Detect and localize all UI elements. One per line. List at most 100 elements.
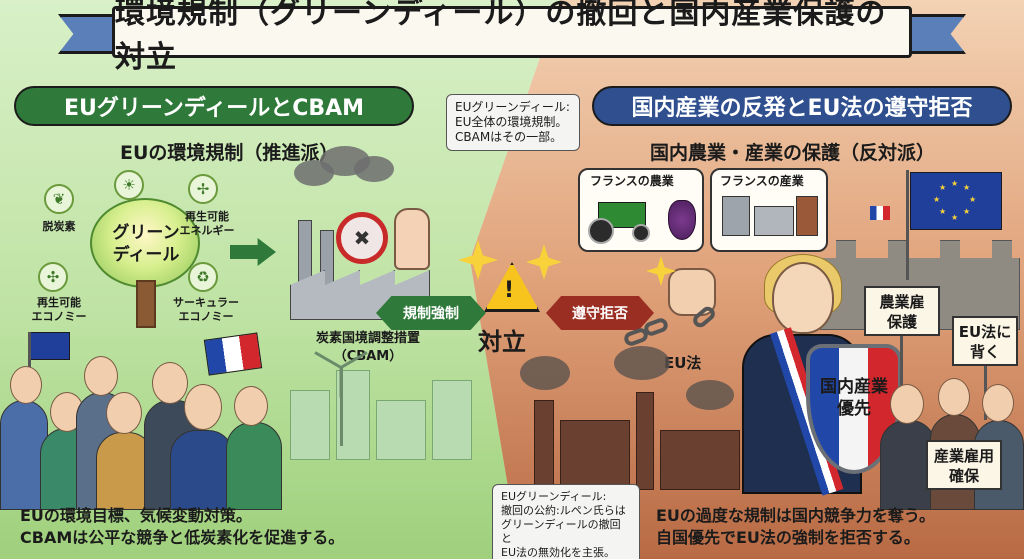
industry-building <box>722 196 750 236</box>
wind-turbine-blade <box>339 367 343 398</box>
flag-pole <box>906 170 909 280</box>
city-building <box>376 400 426 460</box>
person-head <box>106 392 142 434</box>
left-caption: EUの環境目標、気候変動対策。 CBAMは公平な競争と低炭素化を促進する。 <box>20 505 344 549</box>
conflict-label: 対立 <box>478 328 526 356</box>
badge-renew-energy: 再生可能 エネルギー <box>172 210 242 238</box>
note-top: EUグリーンディール: EU全体の環境規制。 CBAMはその一部。 <box>446 94 580 151</box>
brick-chimney <box>796 196 818 236</box>
placard-line: EU法に <box>958 323 1012 341</box>
placard-line: 確保 <box>948 467 979 485</box>
french-flag <box>203 332 263 376</box>
note-bottom-line: 撤回の公約:ルペン氏らは <box>501 504 626 517</box>
shield-label: 国内産業 優先 <box>806 376 902 420</box>
wind-turbine-icon: ✢ <box>188 174 218 204</box>
person-head <box>234 386 268 426</box>
note-top-line: EU全体の環境規制。 <box>455 115 568 129</box>
politician-head <box>772 262 834 334</box>
dark-smoke <box>614 346 670 380</box>
placard-line: 産業雇用 <box>933 447 994 465</box>
placard-line: 保護 <box>886 313 917 331</box>
tag-text: 遵守拒否 <box>572 306 628 322</box>
sun-icon: ☀ <box>114 170 144 200</box>
star-icon: ★ <box>939 207 947 216</box>
tree-trunk <box>136 280 156 328</box>
regulation-enforce-tag: 規制強制 <box>376 296 486 330</box>
factory-chimney <box>534 400 554 490</box>
star-icon: ★ <box>969 195 977 204</box>
person <box>226 422 282 510</box>
tractor-wheel <box>588 218 614 244</box>
placard-pole <box>900 330 903 400</box>
leaf-icon: ❦ <box>44 184 74 214</box>
chain-link <box>642 316 670 338</box>
green-deal-tree: グリーン ディール <box>40 170 240 330</box>
wind-turbine-pole <box>340 366 343 446</box>
eu-flag-small <box>30 332 70 360</box>
city-building <box>432 380 472 460</box>
tag-text: 規制強制 <box>403 306 459 322</box>
turbine-icon: ✣ <box>38 262 68 292</box>
title-banner: 環境規制（グリーンディール）の撤回と国内産業保護の対立 <box>112 0 912 75</box>
badge-line: 再生可能 <box>185 210 229 223</box>
right-section-header: 国内産業の反発とEU法の遵守拒否 <box>592 86 1012 126</box>
badge-line: エネルギー <box>179 224 235 237</box>
shield-line: 優先 <box>837 399 871 419</box>
tractor-icon <box>588 196 668 244</box>
cbam-label: 炭素国境調整措置 （CBAM） <box>268 330 468 366</box>
factory-building <box>560 420 630 490</box>
stop-hand-icon <box>394 208 430 270</box>
tractor-wheel <box>632 224 650 242</box>
person-head <box>84 356 118 396</box>
caption-line: CBAMは公平な競争と低炭素化を促進する。 <box>20 528 345 547</box>
person-head <box>10 366 42 404</box>
person-head <box>152 362 188 404</box>
right-subtitle: 国内農業・産業の保護（反対派） <box>650 142 936 164</box>
note-bottom: EUグリーンディール: 撤回の公約:ルペン氏らは グリーンディールの撤回と EU… <box>492 484 640 559</box>
right-header-text: 国内産業の反発とEU法の遵守拒否 <box>631 96 973 121</box>
note-top-line: EUグリーンディール: <box>455 100 570 114</box>
warning-mark: ! <box>504 278 515 303</box>
left-header-text: EUグリーンディールとCBAM <box>63 96 365 121</box>
placard-industry-jobs: 産業雇用 確保 <box>926 440 1002 490</box>
placard-farm-jobs: 農業雇 保護 <box>864 286 940 336</box>
star-icon: ★ <box>933 195 941 204</box>
note-bottom-line: EU法の無効化を主張。 <box>501 546 616 559</box>
right-caption: EUの過度な規制は国内競争力を奪う。 自国優先でEU法の強制を拒否する。 <box>656 505 935 549</box>
eu-flag: ★ ★ ★ ★ ★ ★ ★ ★ <box>910 172 1002 230</box>
dark-smoke <box>520 356 570 390</box>
badge-line: エコノミー <box>178 310 234 323</box>
badge-circular: サーキュラー エコノミー <box>166 296 246 324</box>
star-icon: ★ <box>939 183 947 192</box>
left-subtitle: EUの環境規制（推進派） <box>120 142 339 164</box>
industry-label: フランスの産業 <box>720 174 804 188</box>
dark-smoke <box>686 380 734 410</box>
left-section-header: EUグリーンディールとCBAM <box>14 86 414 126</box>
person-head <box>890 384 924 424</box>
star-icon: ★ <box>951 179 959 188</box>
eu-law-label: EU法 <box>664 354 702 372</box>
recycle-icon: ♻ <box>188 262 218 292</box>
page-title: 環境規制（グリーンディール）の撤回と国内産業保護の対立 <box>115 0 887 75</box>
person-head <box>184 384 222 430</box>
badge-line: サーキュラー <box>173 296 239 309</box>
factory-chimney <box>636 392 654 490</box>
person-head <box>982 384 1014 422</box>
tree-label-line: ディール <box>112 245 180 265</box>
flag-pole <box>28 332 31 392</box>
badge-line: エコノミー <box>31 310 87 323</box>
note-top-line: CBAMはその一部。 <box>455 130 563 144</box>
no-emission-sign-icon: ✖ <box>336 212 388 264</box>
grapes-icon <box>668 200 696 240</box>
caption-line: EUの環境目標、気候変動対策。 <box>20 506 252 525</box>
note-bottom-line: グリーンディールの撤回と <box>501 518 621 545</box>
tree-label: グリーン ディール <box>92 222 200 266</box>
steel-beams <box>754 206 794 236</box>
caption-line: EUの過度な規制は国内競争力を奪う。 <box>656 506 935 525</box>
broken-chain-icon <box>620 300 730 350</box>
person <box>170 430 234 510</box>
badge-line: 再生可能 <box>37 296 81 309</box>
fist-icon <box>668 268 716 316</box>
badge-decarb: 脱炭素 <box>42 220 76 233</box>
factory-building <box>660 430 740 490</box>
